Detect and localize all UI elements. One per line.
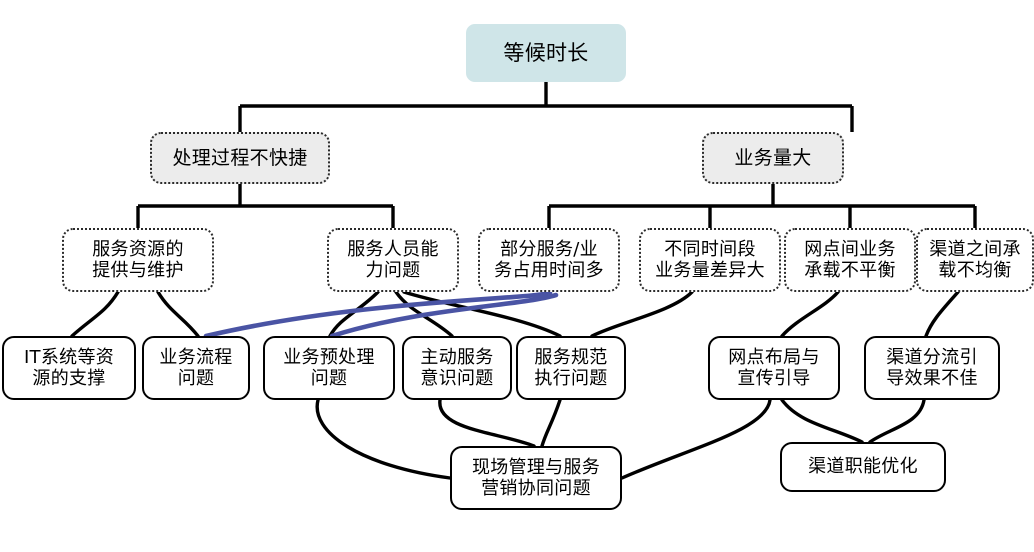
edge-l4f-to-l5b (780, 398, 864, 444)
edge-l3f-to-l4g (924, 290, 960, 338)
node-level4-proactive-service-awareness[interactable]: 主动服务 意识问题 (402, 336, 512, 400)
node-level3-channel-load-imbalance[interactable]: 渠道之间承 载不均衡 (916, 228, 1034, 292)
edge-l3c-to-l4c-crosslink (329, 292, 559, 339)
edge-l4f-to-l5a (620, 398, 772, 480)
node-level3-branch-load-imbalance[interactable]: 网点间业务 承载不平衡 (784, 228, 916, 292)
node-level4-channel-diversion-guidance[interactable]: 渠道分流引 导效果不佳 (864, 336, 1000, 400)
node-level4-branch-layout-promotion[interactable]: 网点布局与 宣传引导 (708, 336, 840, 400)
node-level3-service-resource-supply[interactable]: 服务资源的 提供与维护 (62, 228, 214, 292)
node-level2-high-business-volume[interactable]: 业务量大 (702, 132, 844, 184)
node-level5-site-management-coordination[interactable]: 现场管理与服务 营销协同问题 (450, 446, 622, 510)
edge-l3b-to-l4e (402, 290, 562, 338)
node-level2-processing-not-fast[interactable]: 处理过程不快捷 (150, 132, 330, 184)
node-level5-channel-function-optimization[interactable]: 渠道职能优化 (780, 442, 946, 492)
node-level4-pre-processing-issue[interactable]: 业务预处理 问题 (263, 336, 395, 400)
edge-l3e-to-l4f (780, 290, 840, 338)
node-level3-time-consuming-services[interactable]: 部分服务/业 务占用时间多 (478, 228, 620, 292)
cross-link-edges (203, 290, 559, 339)
edge-l3a-to-l4a (70, 290, 120, 338)
node-level4-business-process-issue[interactable]: 业务流程 问题 (142, 336, 250, 400)
edge-l4g-to-l5b (868, 398, 926, 444)
edge-l3d-to-l4e (590, 290, 694, 338)
edge-l4c-to-l5a (315, 398, 452, 480)
edge-l3b-to-l4c (328, 290, 380, 338)
edge-l3c-to-l4b-crosslink (203, 290, 553, 339)
node-level4-it-system-support[interactable]: IT系统等资 源的支撑 (2, 336, 136, 400)
node-root[interactable]: 等候时长 (466, 24, 626, 82)
node-level3-staff-capability[interactable]: 服务人员能 力问题 (327, 228, 459, 292)
edge-l3a-to-l4b (156, 290, 200, 338)
node-level4-service-standard-execution[interactable]: 服务规范 执行问题 (516, 336, 626, 400)
node-level3-time-period-variance[interactable]: 不同时间段 业务量差异大 (639, 228, 781, 292)
edge-l3b-to-l4d (394, 290, 454, 338)
edge-l4e-to-l5a (540, 398, 562, 448)
edge-l4d-to-l5a (438, 398, 536, 448)
